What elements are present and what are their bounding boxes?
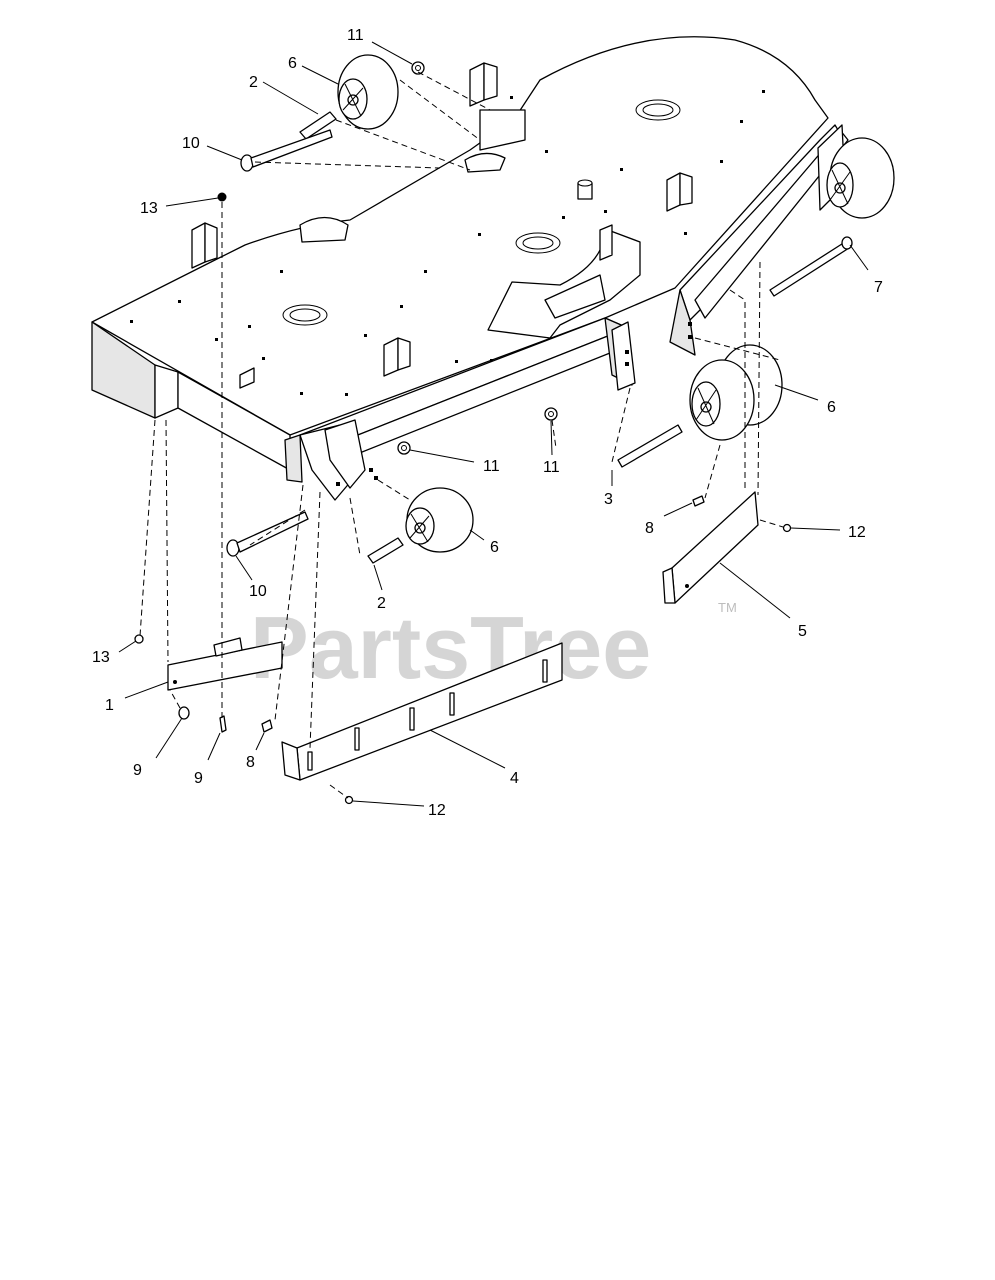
carriage-bolt-front — [226, 511, 309, 557]
callout-3: 3 — [604, 491, 613, 508]
carriage-bolt-top — [240, 129, 333, 172]
nut-13-bottom — [134, 634, 144, 644]
bolt-8-right — [692, 495, 705, 507]
nut-11-center — [544, 407, 558, 421]
callout-8-right: 8 — [645, 520, 654, 537]
callout-1: 1 — [105, 697, 114, 714]
callout-13-bottom: 13 — [92, 649, 110, 666]
roller-wheel-top-left — [337, 54, 399, 130]
callout-10-bottom: 10 — [249, 583, 267, 600]
callout-12-right: 12 — [848, 524, 866, 541]
roller-wheel-front — [405, 487, 474, 553]
pin-9-right — [219, 715, 227, 733]
roller-wheel-right — [689, 344, 783, 441]
nut-11-top — [411, 61, 425, 75]
callout-2-top: 2 — [249, 74, 258, 91]
leader-lines — [118, 41, 869, 807]
callout-11-front: 11 — [483, 458, 500, 475]
callout-5: 5 — [798, 623, 807, 640]
mower-deck — [91, 36, 829, 471]
nut-12-bottom — [344, 795, 354, 805]
callout-2-bottom: 2 — [377, 595, 386, 612]
callout-4: 4 — [510, 770, 519, 787]
nut-11-front — [397, 441, 411, 455]
callout-7: 7 — [874, 279, 883, 296]
front-roller-arm — [284, 317, 636, 501]
nut-12-right — [782, 523, 792, 533]
callout-labels: 11 6 2 10 13 7 6 11 11 3 8 12 6 10 2 5 1… — [92, 27, 883, 819]
roller-axle-front — [367, 537, 404, 564]
roller-wheel-top-right — [826, 137, 895, 219]
carriage-bolt-right — [769, 236, 853, 297]
callout-11-top: 11 — [347, 27, 364, 44]
callout-12-bottom: 12 — [428, 802, 446, 819]
callout-11-center: 11 — [543, 459, 560, 476]
baffle-part-1 — [167, 637, 283, 691]
deck-mounting-holes — [130, 90, 765, 396]
roller-axle-right — [617, 424, 683, 468]
callout-6-right: 6 — [827, 399, 836, 416]
watermark-text: PartsTree — [250, 598, 651, 697]
roller-axle-top — [299, 111, 337, 140]
callout-6-front: 6 — [490, 539, 499, 556]
callout-10-top: 10 — [182, 135, 200, 152]
baffle-part-4 — [281, 642, 563, 781]
pin-9-left — [178, 706, 190, 720]
watermark-trademark: TM — [718, 600, 737, 615]
callout-9-right: 9 — [194, 770, 203, 787]
bolt-8-bottom — [261, 719, 273, 733]
nut-13-top — [217, 192, 227, 202]
baffle-part-5 — [662, 491, 759, 604]
alignment-lines — [139, 71, 784, 799]
callout-9-left: 9 — [133, 762, 142, 779]
callout-13-top: 13 — [140, 200, 158, 217]
callout-6-top: 6 — [288, 55, 297, 72]
callout-8-bottom: 8 — [246, 754, 255, 771]
